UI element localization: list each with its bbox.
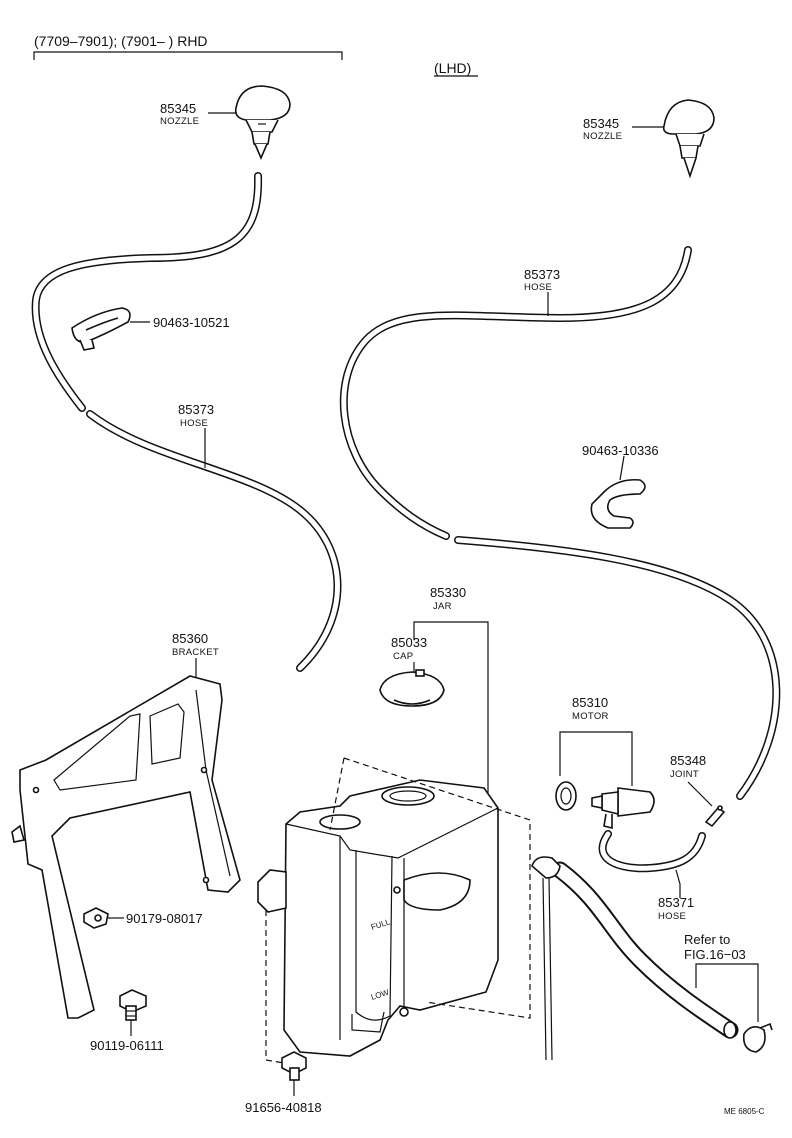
joint-name: JOINT xyxy=(670,769,699,780)
screw-a-number: 90179-08017 xyxy=(126,911,203,926)
cap-name: CAP xyxy=(393,651,413,662)
refer-leader xyxy=(695,963,759,1022)
nozzle-lhd-number: 85345 xyxy=(583,116,619,131)
assembly-dash-cap xyxy=(329,757,345,831)
motor-icon xyxy=(591,787,655,830)
motor-name: MOTOR xyxy=(572,711,609,722)
bracket-name: BRACKET xyxy=(172,647,219,658)
hose-short-number: 85371 xyxy=(658,895,694,910)
jar-leader xyxy=(413,621,489,800)
refer-line2: FIG.16−03 xyxy=(684,947,746,962)
jar-name: JAR xyxy=(433,601,452,612)
clamp-lhd-leader xyxy=(619,455,625,481)
hose-rhd-name: HOSE xyxy=(180,418,208,429)
clamp-rhd-icon xyxy=(71,307,131,351)
bracket-icon xyxy=(11,675,241,1019)
filler-tube xyxy=(531,856,739,1061)
hose-short-name: HOSE xyxy=(658,911,686,922)
hose-clamp-icon xyxy=(742,1022,773,1053)
hose-short-leader xyxy=(675,869,681,898)
nozzle-rhd-number: 85345 xyxy=(160,101,196,116)
hose-lhd-lower xyxy=(454,536,781,800)
bolt-b-number: 91656-40818 xyxy=(245,1100,322,1115)
motor-leader xyxy=(559,731,633,786)
clamp-rhd-number: 90463-10521 xyxy=(153,315,230,330)
joint-number: 85348 xyxy=(670,753,706,768)
bracket-number: 85360 xyxy=(172,631,208,646)
lhd-title: (LHD) xyxy=(434,60,471,76)
assembly-dash-jar xyxy=(343,757,531,1019)
motor-grommet-icon xyxy=(555,781,577,811)
hose-short xyxy=(598,830,706,873)
refer-line1: Refer to xyxy=(684,932,730,947)
clamp-lhd-number: 90463-10336 xyxy=(582,443,659,458)
screw-a-icon xyxy=(83,907,109,929)
hose-rhd-upper xyxy=(31,172,263,412)
jar-number: 85330 xyxy=(430,585,466,600)
hose-lhd-number: 85373 xyxy=(524,267,560,282)
cap-number: 85033 xyxy=(391,635,427,650)
bolt-a-number: 90119-06111 xyxy=(90,1038,164,1053)
hose-lhd-name: HOSE xyxy=(524,282,552,293)
cap-icon xyxy=(379,669,445,707)
hose-rhd-number: 85373 xyxy=(178,402,214,417)
nozzle-rhd-name: NOZZLE xyxy=(160,116,199,127)
joint-leader xyxy=(687,781,713,807)
nozzle-lhd-name: NOZZLE xyxy=(583,131,622,142)
nozzle-rhd-icon xyxy=(234,85,291,161)
bolt-a-icon xyxy=(119,989,147,1021)
motor-number: 85310 xyxy=(572,695,608,710)
rhd-title: (7709–7901); (7901– ) RHD xyxy=(34,33,208,49)
footer-code: ME 6805-C xyxy=(724,1107,765,1116)
washer-jar-icon xyxy=(257,779,499,1057)
assembly-dash-bolt xyxy=(265,910,291,1065)
hose-rhd-lower xyxy=(86,410,342,672)
clamp-lhd-icon xyxy=(590,478,646,529)
rhd-bracket-line xyxy=(33,51,343,60)
bolt-b-icon xyxy=(281,1051,307,1081)
hose-lhd-upper xyxy=(339,246,692,540)
nozzle-lhd-icon xyxy=(662,99,715,179)
joint-icon xyxy=(704,805,726,828)
